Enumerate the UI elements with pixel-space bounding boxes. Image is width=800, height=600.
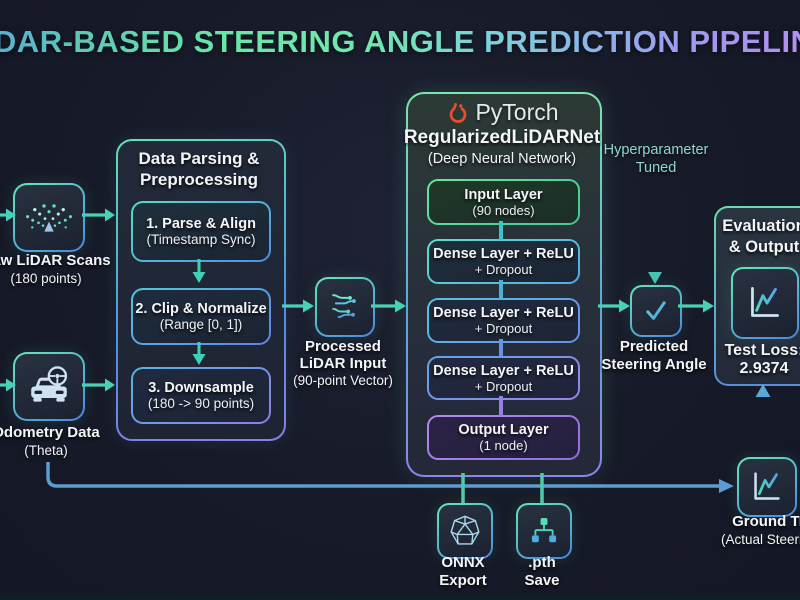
node-tree-icon — [531, 518, 557, 543]
connector-odometry-to-groundtruth — [46, 462, 734, 493]
step-label: 2. Clip & Normalize — [135, 301, 267, 317]
ground-truth-label-line2: (Actual Steering Angle) — [720, 532, 800, 547]
step-clip-normalize: 2. Clip & Normalize (Range [0, 1]) — [131, 288, 271, 345]
ground-truth-label-line1: Ground Truth — [732, 513, 800, 530]
evaluation-title-line1: Evaluation — [722, 217, 800, 235]
polyhedron-icon — [450, 515, 480, 545]
arrow-lidar-to-parsing — [82, 208, 115, 222]
layer-label: Dense Layer + ReLU — [433, 305, 574, 321]
network-panel — [406, 92, 602, 477]
layer-label: Input Layer — [464, 186, 543, 203]
test-loss-label: Test Loss: — [724, 342, 800, 359]
raw-lidar-sublabel: (180 points) — [10, 271, 82, 286]
checkmark-icon — [646, 301, 666, 320]
evaluation-chart-node — [731, 267, 799, 339]
hyperparameter-line1: Hyperparameter — [603, 142, 709, 158]
lidar-scan-icon — [26, 203, 72, 232]
step-label: 3. Downsample — [148, 380, 254, 396]
predicted-label-line1: Predicted — [619, 338, 689, 355]
step-parse-align: 1. Parse & Align (Timestamp Sync) — [131, 201, 271, 262]
arrow-hyperparameter-to-predicted — [648, 186, 662, 284]
pytorch-logo-row: PyTorch — [406, 99, 598, 126]
arrow-processed-to-network — [371, 299, 406, 313]
processed-label-line1: Processed — [305, 338, 381, 355]
arrow-parsing-to-processed — [282, 299, 314, 313]
pytorch-logo-icon — [450, 102, 467, 123]
raw-lidar-label: Raw LiDAR Scans — [0, 252, 111, 269]
layer-dense-3: Dense Layer + ReLU + Dropout — [427, 356, 580, 400]
hyperparameter-line2: Tuned — [635, 160, 677, 176]
onnx-label-line2: Export — [439, 572, 487, 589]
arrow-groundtruth-to-evaluation — [755, 384, 771, 456]
layer-dense-2: Dense Layer + ReLU + Dropout — [427, 298, 580, 343]
car-steering-icon — [31, 365, 68, 402]
pth-label-line1: .pth — [528, 554, 556, 571]
predicted-label-line2: Steering Angle — [601, 356, 707, 373]
predicted-node — [630, 285, 682, 337]
test-loss-value: 2.9374 — [739, 360, 789, 377]
preprocessing-title-line1: Data Parsing & — [138, 149, 260, 168]
step-downsample: 3. Downsample (180 -> 90 points) — [131, 367, 271, 424]
arrow-predicted-to-evaluation — [678, 299, 714, 313]
processed-label-line2: LiDAR Input — [299, 355, 387, 372]
signal-traces-icon — [332, 294, 356, 318]
hyperparameter-note: Hyperparameter Tuned — [604, 141, 709, 177]
odometry-node — [13, 352, 85, 421]
layer-sublabel: + Dropout — [474, 262, 533, 277]
step-sublabel: (Range [0, 1]) — [159, 317, 243, 332]
layer-sublabel: + Dropout — [474, 321, 533, 336]
layer-dense-1: Dense Layer + ReLU + Dropout — [427, 239, 580, 284]
arrow-network-to-predicted — [598, 299, 630, 313]
layer-label: Dense Layer + ReLU — [433, 362, 574, 379]
network-name: RegularizedLiDARNet — [403, 127, 601, 148]
arrow-odometry-to-parsing — [82, 378, 115, 392]
processed-label-line3: (90-point Vector) — [293, 373, 393, 388]
odometry-sublabel: (Theta) — [24, 443, 68, 458]
odometry-label: Odometry Data — [0, 424, 100, 441]
layer-sublabel: (90 nodes) — [472, 202, 535, 218]
pytorch-logo-text: PyTorch — [475, 99, 559, 125]
pth-label-line2: Save — [524, 572, 560, 589]
step-sublabel: (Timestamp Sync) — [146, 232, 256, 247]
onnx-node — [437, 503, 493, 559]
line-chart-icon — [751, 287, 779, 317]
pth-node — [516, 503, 572, 559]
layer-sublabel: + Dropout — [474, 378, 533, 394]
network-subtitle: (Deep Neural Network) — [427, 151, 577, 167]
layer-output: Output Layer (1 node) — [427, 415, 580, 460]
preprocessing-title-line2: Preprocessing — [139, 170, 259, 189]
processed-lidar-node — [315, 277, 375, 337]
evaluation-title-line2: & Output — [728, 238, 800, 256]
ground-truth-node — [737, 457, 797, 517]
layer-label: Dense Layer + ReLU — [433, 246, 574, 262]
layer-label: Output Layer — [458, 422, 549, 438]
step-label: 1. Parse & Align — [146, 216, 256, 232]
onnx-label-line1: ONNX — [441, 554, 485, 571]
step-sublabel: (180 -> 90 points) — [147, 396, 255, 411]
layer-sublabel: (1 node) — [479, 438, 528, 453]
bottom-vignette — [0, 591, 800, 600]
line-chart-icon — [754, 472, 780, 500]
raw-lidar-node — [13, 183, 85, 252]
page-title: LIDAR-BASED STEERING ANGLE PREDICTION PI… — [0, 24, 800, 60]
layer-input: Input Layer (90 nodes) — [427, 179, 580, 225]
